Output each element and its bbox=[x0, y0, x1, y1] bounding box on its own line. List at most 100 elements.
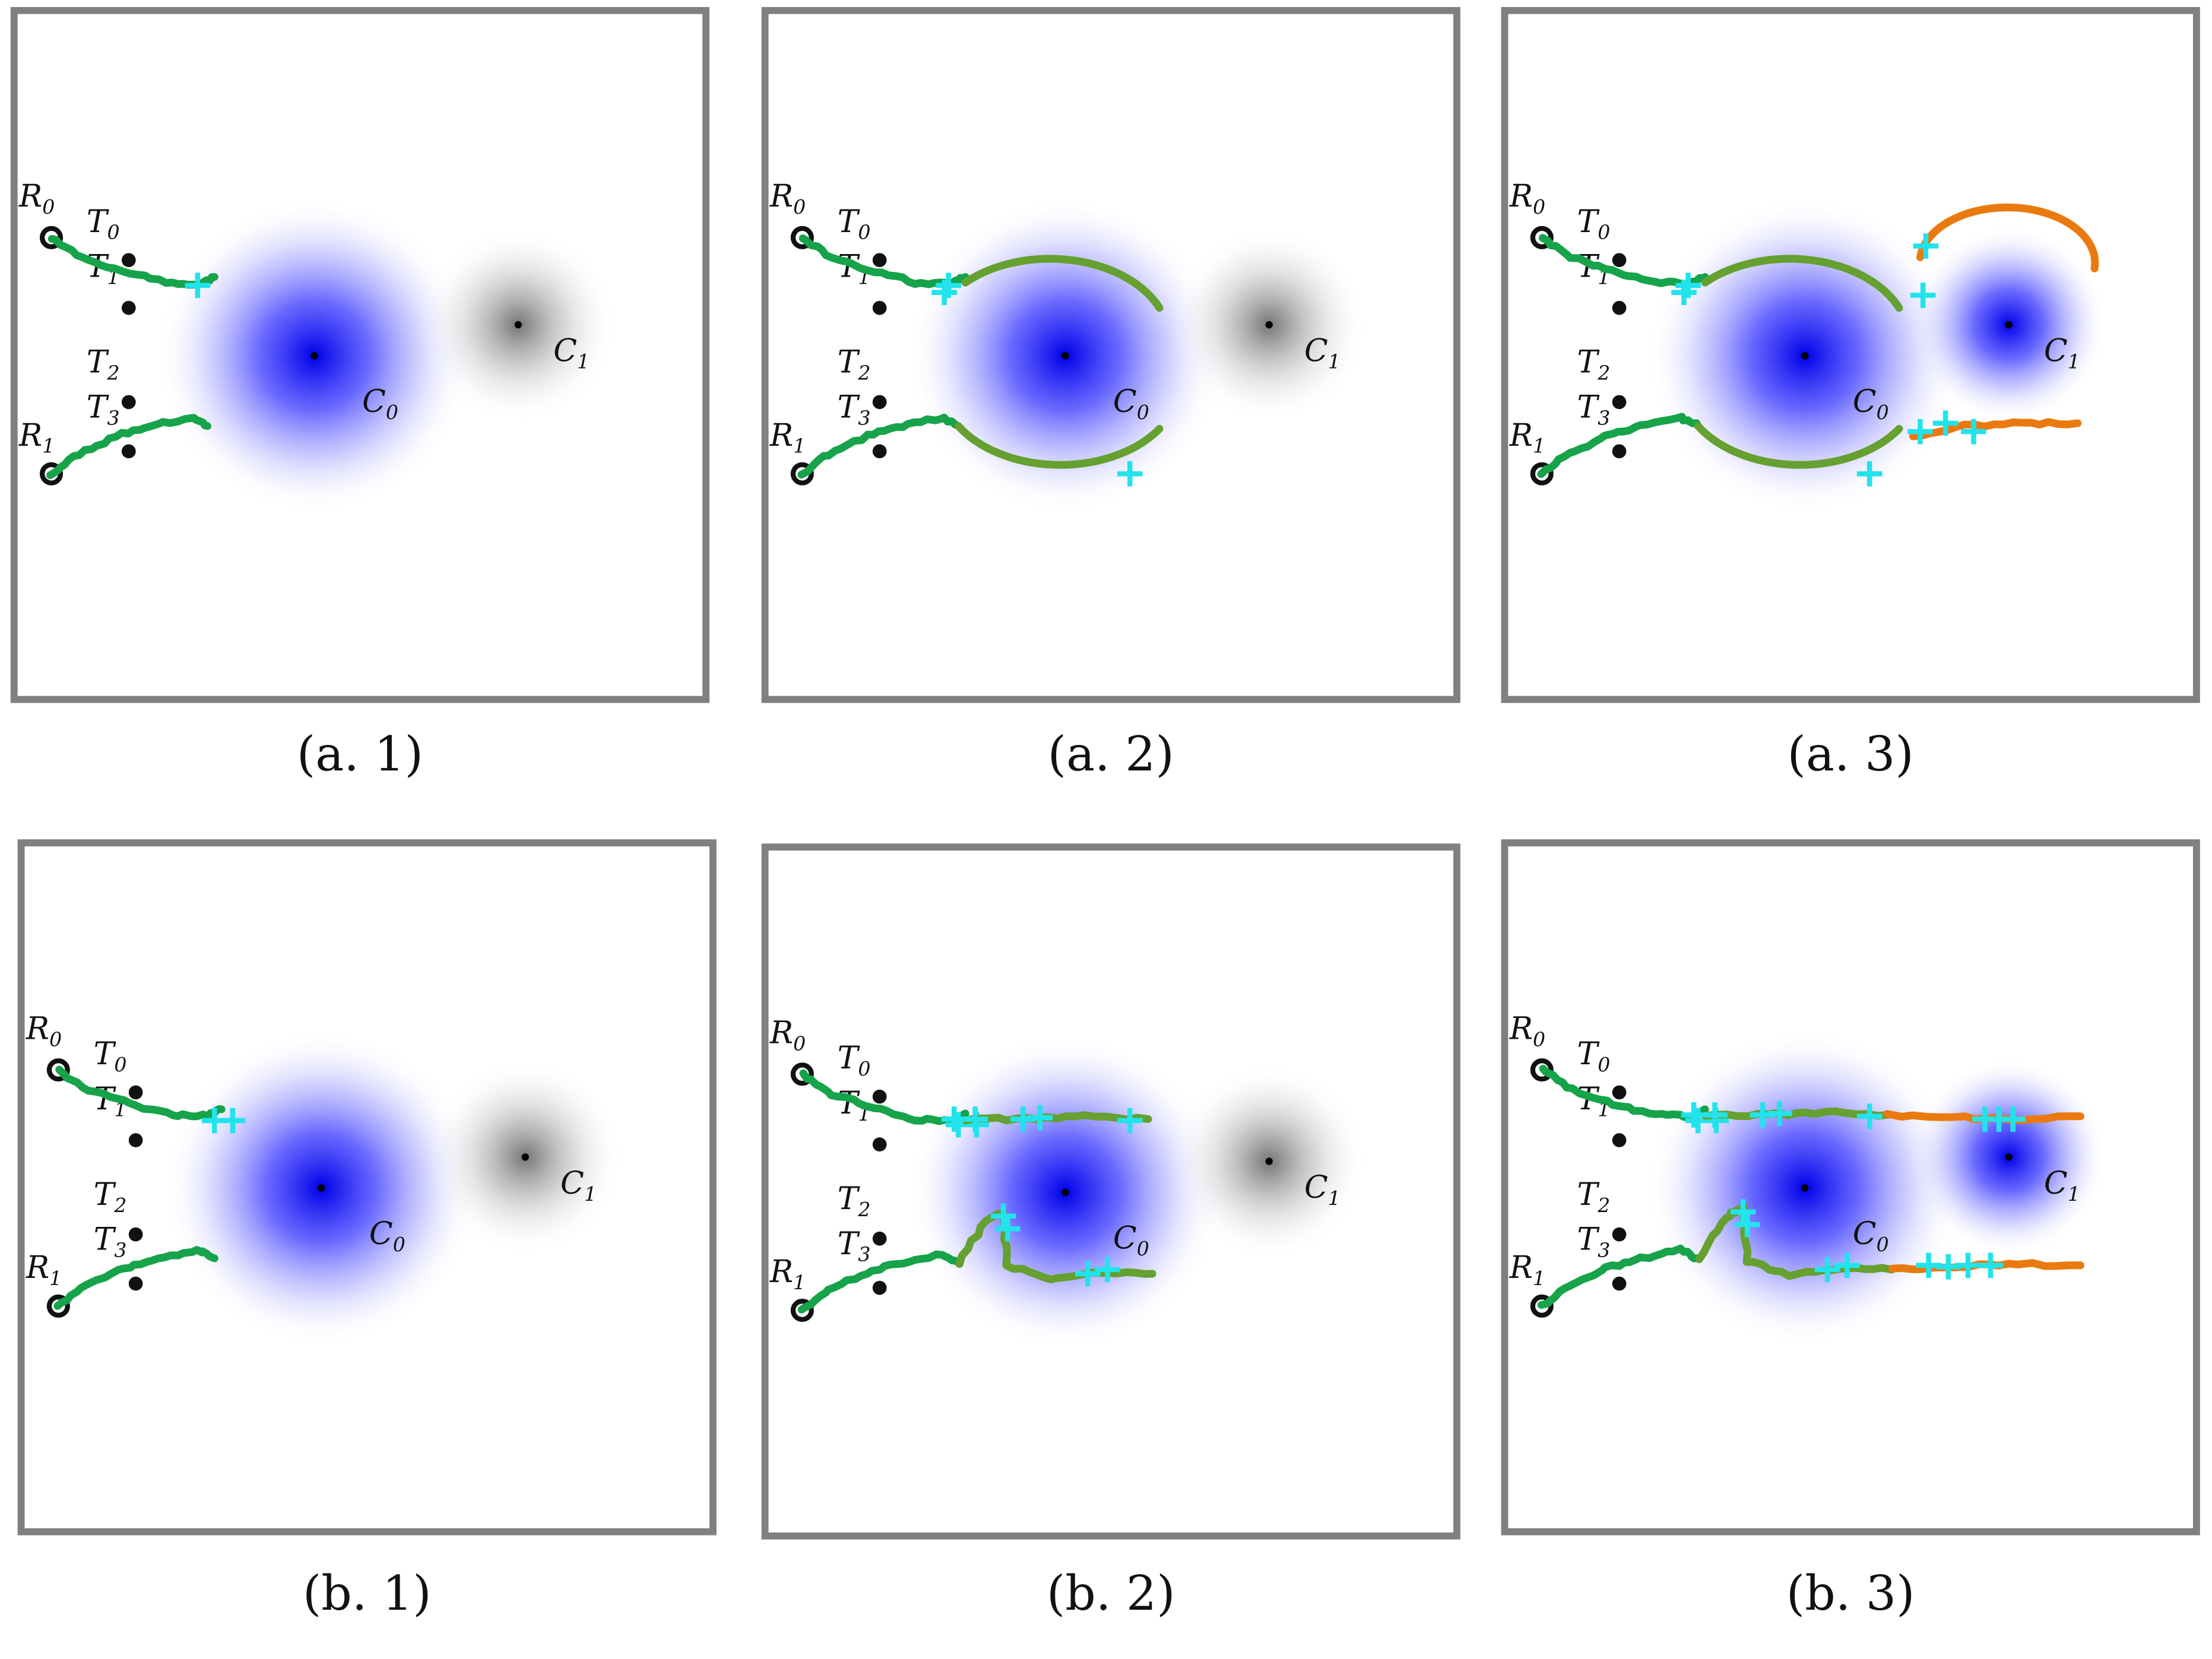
cross-r0-s2d bbox=[1027, 1105, 1053, 1131]
label-robot-0: R0 bbox=[769, 1016, 806, 1055]
cross-r0-s3c bbox=[2000, 1106, 2026, 1132]
robot-0-path-stage1 bbox=[47, 234, 218, 289]
robot-1-path-stage3 bbox=[1909, 418, 2082, 440]
robot-1-path-stage1 bbox=[797, 1250, 962, 1314]
robot-0-path-stage1 bbox=[1538, 234, 1709, 288]
label-task-0: T0 bbox=[1577, 1036, 1610, 1076]
task-marker-2 bbox=[121, 395, 136, 410]
label-task-3: T3 bbox=[838, 389, 871, 429]
robot-0-arc-stage3 bbox=[1916, 203, 2099, 272]
robot-0-path-stage1 bbox=[798, 234, 969, 289]
cross-r0-s2 bbox=[931, 280, 957, 305]
label-robot-0: R0 bbox=[1509, 179, 1545, 218]
task-marker-0 bbox=[1612, 253, 1627, 268]
cluster-1-center bbox=[514, 321, 522, 329]
label-robot-1: R1 bbox=[769, 1254, 806, 1294]
robot-0-path-stage1 bbox=[55, 1065, 226, 1121]
task-marker-0 bbox=[128, 1085, 143, 1100]
label-cluster-0: C0 bbox=[1113, 1220, 1149, 1260]
label-cluster-0: C0 bbox=[369, 1216, 405, 1256]
robot-0-arc-stage2 bbox=[1701, 255, 1903, 312]
cross-r0-s3b bbox=[1910, 283, 1936, 308]
cluster-0-center bbox=[1801, 1184, 1809, 1192]
label-cluster-1: C1 bbox=[2044, 334, 2080, 373]
cross-r1-s2 bbox=[1856, 461, 1883, 487]
cross-r0-s1b bbox=[220, 1108, 246, 1134]
robot-1-path-stage1 bbox=[1537, 413, 1702, 478]
task-marker-3 bbox=[121, 444, 136, 459]
cluster-1-center bbox=[1265, 1157, 1273, 1165]
caption-b2: (b. 2) bbox=[1047, 1565, 1175, 1621]
robot-1-arc-stage2 bbox=[1694, 422, 1903, 469]
label-cluster-1: C1 bbox=[1304, 1170, 1340, 1210]
robot-1-path-stage1 bbox=[53, 1246, 218, 1310]
label-cluster-1: C1 bbox=[553, 334, 590, 373]
cluster-1-center bbox=[1265, 321, 1273, 329]
label-task-0: T0 bbox=[838, 1041, 871, 1080]
cross-r1-s3d bbox=[1978, 1252, 2004, 1279]
label-task-3: T3 bbox=[94, 1222, 127, 1262]
label-robot-0: R0 bbox=[769, 179, 806, 218]
task-marker-0 bbox=[121, 253, 136, 268]
task-marker-1 bbox=[121, 300, 136, 315]
cluster-0-center bbox=[1061, 1188, 1069, 1196]
label-cluster-0: C0 bbox=[362, 384, 398, 424]
task-marker-1 bbox=[872, 1137, 887, 1152]
task-marker-1 bbox=[1612, 1133, 1627, 1147]
label-task-3: T3 bbox=[838, 1226, 871, 1266]
label-cluster-0: C0 bbox=[1113, 384, 1149, 424]
label-task-2: T2 bbox=[838, 1181, 871, 1221]
label-cluster-0: C0 bbox=[1853, 384, 1889, 424]
caption-a3: (a. 3) bbox=[1788, 726, 1914, 782]
cluster-0-center bbox=[310, 352, 318, 360]
task-marker-2 bbox=[872, 1231, 887, 1246]
label-cluster-1: C1 bbox=[2044, 1166, 2080, 1206]
cross-r1-s2b bbox=[994, 1216, 1021, 1242]
cross-r1-s2c bbox=[1814, 1257, 1840, 1283]
task-marker-0 bbox=[872, 1089, 887, 1104]
cluster-0-center bbox=[1061, 352, 1069, 360]
cluster-0-center bbox=[1801, 352, 1809, 360]
robot-0-arc-stage2 bbox=[961, 255, 1164, 312]
label-cluster-0: C0 bbox=[1853, 1216, 1889, 1256]
label-task-0: T0 bbox=[94, 1036, 127, 1076]
cluster-1-center bbox=[521, 1153, 529, 1161]
cross-r1-s2 bbox=[1117, 461, 1143, 487]
task-marker-3 bbox=[1612, 444, 1627, 459]
label-cluster-1: C1 bbox=[560, 1166, 597, 1206]
cross-r0-s2e bbox=[1117, 1108, 1143, 1134]
cross-r1-s2d bbox=[1095, 1257, 1120, 1283]
label-task-2: T2 bbox=[1577, 345, 1610, 385]
label-robot-1: R1 bbox=[1509, 418, 1545, 458]
label-robot-1: R1 bbox=[769, 418, 806, 458]
cluster-1-center bbox=[2005, 321, 2013, 329]
task-marker-2 bbox=[1612, 395, 1627, 410]
task-marker-3 bbox=[128, 1276, 143, 1291]
task-marker-1 bbox=[872, 300, 887, 315]
cross-r0-s1 bbox=[185, 272, 211, 299]
cross-r1-s2b bbox=[1734, 1211, 1760, 1238]
task-marker-2 bbox=[1612, 1227, 1627, 1242]
robot-1-path-stage1 bbox=[797, 413, 962, 479]
label-task-2: T2 bbox=[94, 1177, 127, 1217]
task-marker-3 bbox=[1612, 1276, 1627, 1291]
task-marker-1 bbox=[128, 1133, 143, 1147]
cross-r0-s3a bbox=[1913, 233, 1939, 259]
task-marker-3 bbox=[872, 444, 887, 459]
robot-1-path-stage1 bbox=[1537, 1244, 1702, 1309]
label-task-0: T0 bbox=[87, 204, 120, 244]
cross-r1-s3a bbox=[1907, 418, 1933, 445]
caption-a1: (a. 1) bbox=[297, 726, 423, 782]
label-task-3: T3 bbox=[87, 389, 120, 429]
cross-r1-s2d bbox=[1834, 1252, 1860, 1279]
task-marker-0 bbox=[1612, 1085, 1627, 1100]
label-robot-1: R1 bbox=[1509, 1250, 1545, 1290]
cross-r0-s2 bbox=[1671, 280, 1697, 305]
